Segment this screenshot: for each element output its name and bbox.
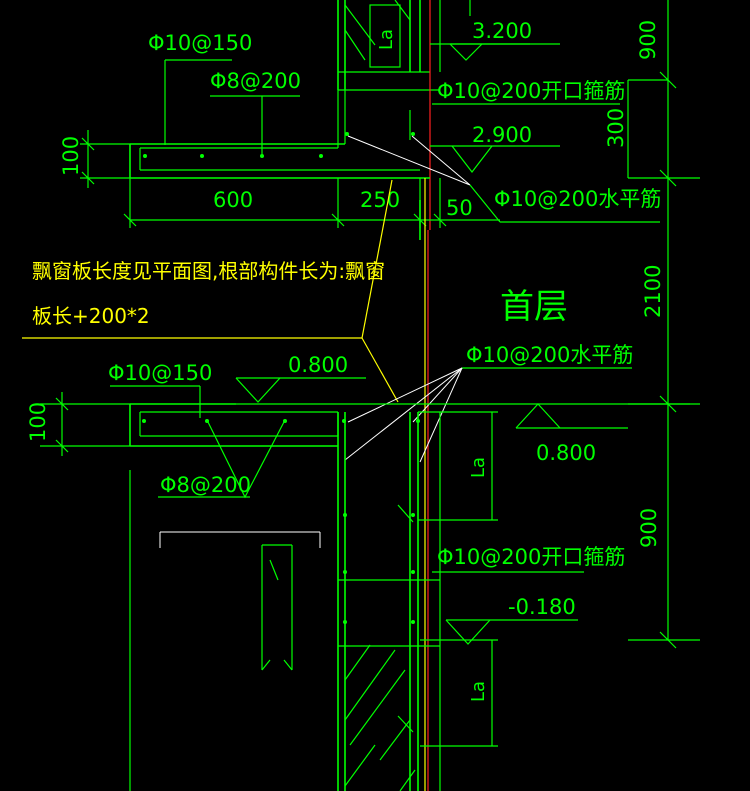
rebar-horiz-bar-mid: Φ10@200水平筋 (466, 343, 633, 367)
rebar-bottom-slab-dist: Φ8@200 (160, 473, 251, 497)
right-dimension-chain (627, 0, 700, 649)
upper-wall (337, 0, 560, 230)
elevation-mark-0800-left (235, 377, 366, 403)
la-top-label: La (376, 29, 397, 50)
elevation-mark-0800-right (515, 403, 628, 429)
elevation-2900: 2.900 (472, 123, 532, 147)
elevation-0800-right: 0.800 (536, 441, 596, 465)
rebar-open-stirrup-bottom: Φ10@200开口箍筋 (437, 545, 625, 569)
lower-wall (337, 411, 498, 791)
dim-right-2100: 2100 (641, 265, 665, 318)
dim-top-slab-100: 100 (59, 136, 83, 176)
note-line-1: 飘窗板长度见平面图,根部构件长为:飘窗 (32, 259, 385, 283)
la-mid-label: La (468, 457, 489, 478)
dim-right-900-top: 900 (636, 20, 660, 60)
leader-horiz-bar-top (347, 135, 660, 223)
window-frame-section (129, 470, 321, 791)
elevation-mark-3200 (449, 43, 530, 61)
dim-right-900-bottom: 900 (637, 508, 661, 548)
rebar-top-slab-main: Φ10@150 (148, 31, 252, 55)
floor-label: 首层 (500, 287, 568, 327)
rebar-bottom-slab-main: Φ10@150 (108, 361, 212, 385)
leader-horiz-bar-mid (344, 367, 632, 463)
note-leader (22, 179, 399, 403)
dim-250: 250 (360, 188, 400, 212)
rebar-open-stirrup-top: Φ10@200开口箍筋 (437, 79, 625, 103)
bottom-slab (110, 385, 690, 499)
elevation-3200: 3.200 (472, 19, 532, 43)
elevation-m0180: -0.180 (508, 595, 576, 619)
dim-bottom-slab-100: 100 (26, 402, 50, 442)
elevation-mark-m0180 (445, 619, 578, 645)
dim-600: 600 (213, 188, 253, 212)
la-bottom-label: La (468, 681, 489, 702)
top-slab (129, 59, 430, 179)
horizontal-dim-chain (123, 178, 500, 228)
dim-50: 50 (446, 196, 473, 220)
rebar-top-slab-dist: Φ8@200 (210, 69, 301, 93)
dim-right-300: 300 (604, 108, 628, 148)
rebar-horiz-bar-top: Φ10@200水平筋 (494, 187, 661, 211)
bottom-slab-thickness-dim (40, 392, 130, 456)
top-slab-thickness-dim (80, 130, 130, 188)
elevation-0800-left: 0.800 (288, 353, 348, 377)
note-line-2: 板长+200*2 (32, 304, 150, 328)
elevation-mark-2900 (451, 145, 493, 173)
la-box-top (369, 4, 401, 68)
